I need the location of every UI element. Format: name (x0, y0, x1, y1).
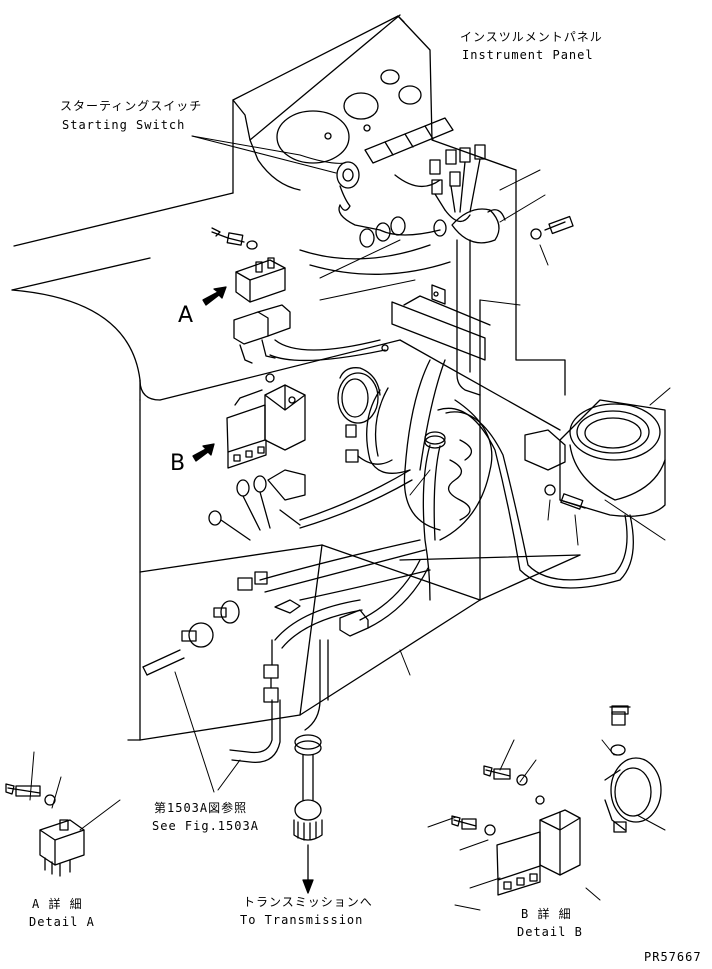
marker-b-arrow (192, 443, 215, 462)
ring-terminals (208, 469, 306, 541)
marker-a-arrow (202, 286, 227, 306)
to-transmission-arrowhead (302, 879, 314, 894)
lower-harness-parts (142, 571, 369, 841)
detail-a-relay (5, 783, 85, 877)
detail-b-label-jp: B 詳 細 (521, 907, 572, 921)
relay-b (226, 373, 306, 469)
starting-switch-label-jp: スターティングスイッチ (60, 99, 203, 113)
starting-switch-label-en: Starting Switch (62, 118, 186, 132)
marker-a-label: A (178, 303, 194, 328)
to-transmission-label-jp: トランスミッションへ (243, 895, 373, 909)
panel-bolts (211, 215, 574, 250)
horn (337, 367, 393, 465)
detail-b-label-en: Detail B (517, 925, 583, 939)
instrument-panel-label-jp: インスツルメントパネル (460, 30, 603, 44)
leader-lines (29, 135, 671, 911)
see-fig-label-jp: 第1503A図参照 (154, 801, 248, 815)
see-fig-label-en: See Fig.1503A (152, 819, 259, 833)
marker-b-label: B (170, 451, 186, 476)
to-transmission-label-en: To Transmission (240, 913, 364, 927)
detail-a-label-jp: A 詳 細 (32, 897, 83, 911)
main-harness (229, 216, 634, 763)
detail-b-relay-and-horn (451, 705, 662, 896)
instrument-panel-label-en: Instrument Panel (462, 48, 594, 62)
drawing-number: PR57667 (644, 950, 702, 964)
detail-a-label-en: Detail A (29, 915, 95, 929)
starting-switch (336, 161, 381, 231)
gauge-unit (524, 399, 666, 517)
instrument-panel (276, 69, 454, 187)
panel-connector-cluster (429, 144, 506, 244)
relay-a (233, 257, 291, 364)
